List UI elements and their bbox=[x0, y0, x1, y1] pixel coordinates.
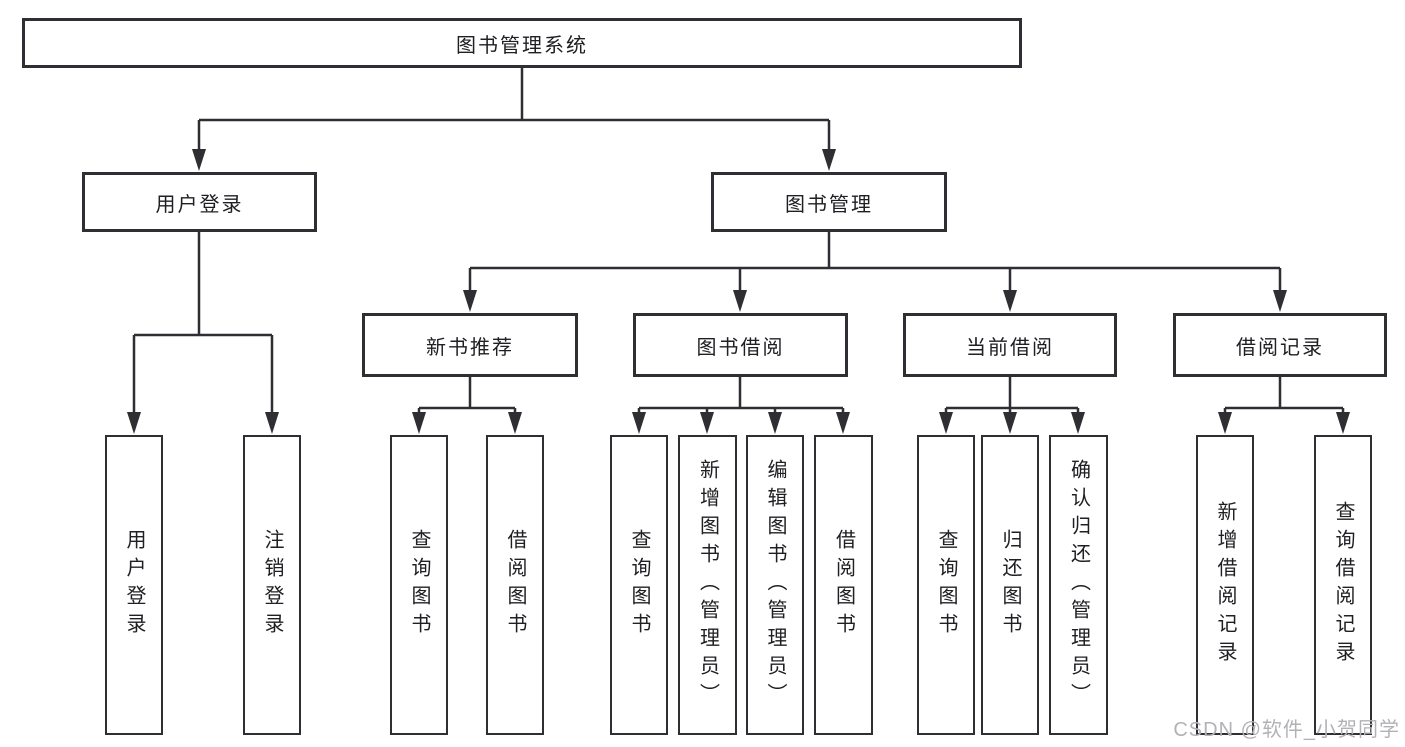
leaf-label: 用户登录 bbox=[123, 529, 145, 641]
leaf-query-books-recommend: 查询图书 bbox=[390, 435, 448, 735]
arrowhead-icon bbox=[1003, 412, 1017, 434]
arrowhead-icon bbox=[768, 412, 782, 434]
arrowhead-icon bbox=[836, 412, 850, 434]
arrowhead-icon bbox=[733, 290, 747, 312]
arrowhead-icon bbox=[632, 412, 646, 434]
leaf-borrow-books: 借阅图书 bbox=[814, 435, 873, 735]
arrowhead-icon bbox=[700, 412, 714, 434]
leaf-label: 查询图书 bbox=[628, 529, 650, 641]
leaf-label: 新增借阅记录 bbox=[1214, 501, 1236, 669]
leaf-label: 注销登录 bbox=[261, 529, 283, 641]
node-borrowing-records: 借阅记录 bbox=[1173, 313, 1387, 377]
leaf-confirm-return-admin: 确认归还（管理员） bbox=[1049, 435, 1108, 735]
arrowhead-icon bbox=[1071, 412, 1085, 434]
leaf-logout: 注销登录 bbox=[243, 435, 301, 735]
leaf-query-borrow-record: 查询借阅记录 bbox=[1314, 435, 1372, 735]
node-book-borrowing: 图书借阅 bbox=[633, 313, 848, 377]
arrowhead-icon bbox=[1218, 412, 1232, 434]
arrowhead-icon bbox=[192, 149, 206, 171]
arrowhead-icon bbox=[1336, 412, 1350, 434]
node-system-root: 图书管理系统 bbox=[22, 18, 1022, 68]
leaf-borrow-books-recommend: 借阅图书 bbox=[486, 435, 544, 735]
leaf-label: 查询图书 bbox=[935, 529, 957, 641]
arrowhead-icon bbox=[508, 412, 522, 434]
leaf-edit-books-admin: 编辑图书（管理员） bbox=[746, 435, 804, 735]
node-new-book-recommendation: 新书推荐 bbox=[362, 313, 578, 377]
leaf-query-books-current: 查询图书 bbox=[917, 435, 975, 735]
leaf-label: 借阅图书 bbox=[832, 529, 855, 641]
leaf-label: 编辑图书（管理员） bbox=[764, 459, 786, 711]
node-current-borrowing: 当前借阅 bbox=[903, 313, 1117, 377]
leaf-label: 查询图书 bbox=[408, 529, 430, 641]
node-user-login: 用户登录 bbox=[82, 172, 317, 232]
leaf-add-books-admin: 新增图书（管理员） bbox=[678, 435, 737, 735]
leaf-query-books-borrowing: 查询图书 bbox=[610, 435, 668, 735]
arrowhead-icon bbox=[939, 412, 953, 434]
leaf-label: 归还图书 bbox=[999, 529, 1021, 641]
arrowhead-icon bbox=[1003, 290, 1017, 312]
leaf-label: 借阅图书 bbox=[504, 529, 526, 641]
arrowhead-icon bbox=[412, 412, 426, 434]
leaf-user-login: 用户登录 bbox=[105, 435, 163, 735]
leaf-label: 新增图书（管理员） bbox=[696, 459, 719, 711]
node-book-management: 图书管理 bbox=[711, 172, 947, 232]
leaf-return-books: 归还图书 bbox=[981, 435, 1039, 735]
arrowhead-icon bbox=[127, 412, 141, 434]
watermark: CSDN @软件_小贺同学 bbox=[1173, 719, 1400, 741]
leaf-label: 确认归还（管理员） bbox=[1067, 459, 1090, 711]
arrowhead-icon bbox=[822, 149, 836, 171]
leaf-label: 查询借阅记录 bbox=[1332, 501, 1354, 669]
leaf-add-borrow-record: 新增借阅记录 bbox=[1196, 435, 1254, 735]
arrowhead-icon bbox=[265, 412, 279, 434]
arrowhead-icon bbox=[1273, 290, 1287, 312]
arrowhead-icon bbox=[463, 290, 477, 312]
